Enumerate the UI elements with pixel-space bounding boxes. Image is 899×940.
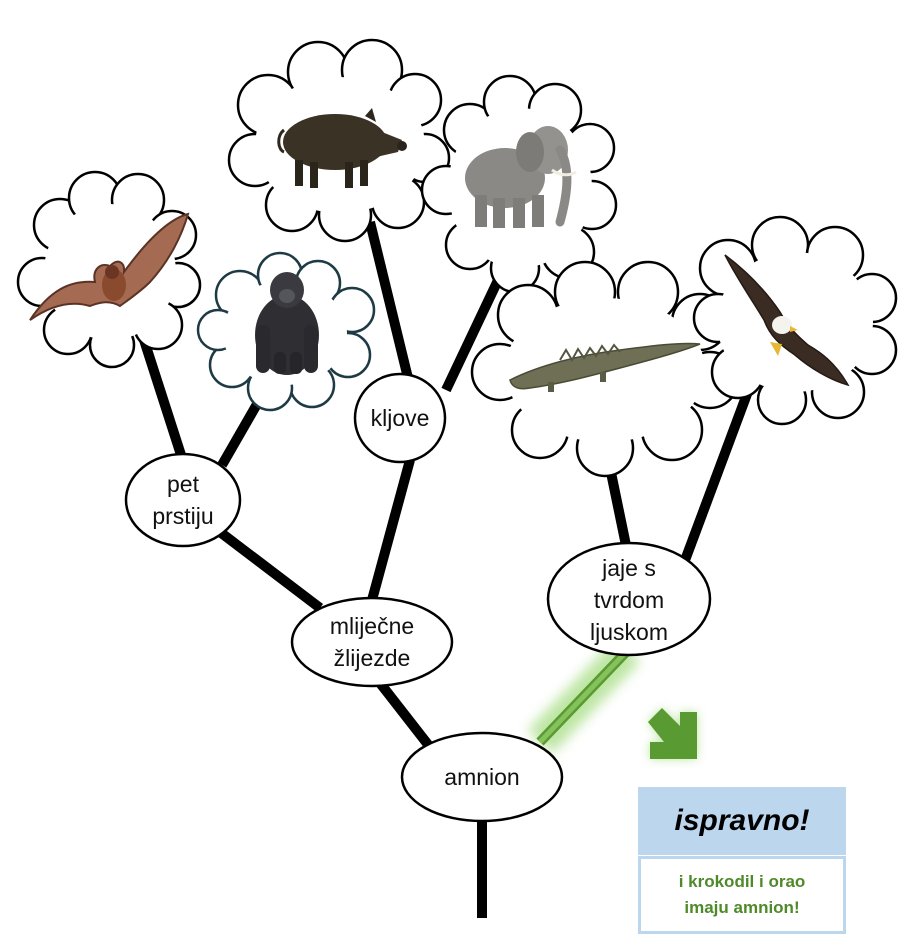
node-amnion-label: amnion (444, 764, 519, 790)
branch-jaje-eagle (679, 384, 755, 565)
branch-pet-bat (139, 338, 187, 460)
node-mlijecne-label-1: mliječne (330, 613, 414, 639)
elephant-icon (465, 126, 577, 228)
bat-icon (29, 212, 190, 321)
node-mlijecne-zlijezde: mliječne žlijezde (290, 596, 454, 688)
feedback-line-1: i krokodil i orao (678, 872, 806, 891)
node-kljove: kljove (353, 372, 447, 464)
node-pet-prstiju: pet prstiju (124, 452, 242, 548)
branch-kljove-elephant (441, 273, 505, 393)
branch-mlijecne-pet (216, 528, 324, 612)
arrow-down-right-icon (648, 708, 697, 759)
node-jaje-label-2: tvrdom (594, 587, 664, 613)
eagle-icon (724, 254, 850, 387)
node-jaje-label-3: ljuskom (590, 619, 668, 645)
cloud-crocodile (470, 260, 740, 478)
branch-kljove-boar (365, 220, 413, 380)
node-jaje-s-tvrdom-ljuskom: jaje s tvrdom ljuskom (546, 541, 712, 657)
branch-mlijecne-kljove (367, 458, 415, 602)
node-kljove-label: kljove (371, 405, 430, 431)
node-pet-label-2: prstiju (152, 503, 213, 529)
highlighted-branch (527, 638, 641, 754)
boar-icon (277, 108, 407, 188)
feedback-title: ispravno! (638, 787, 846, 855)
feedback-body: i krokodil i orao imaju amnion! (638, 856, 846, 934)
node-mlijecne-label-2: žlijezde (334, 645, 411, 671)
node-jaje-label-1: jaje s (601, 555, 656, 581)
feedback-line-2: imaju amnion! (684, 898, 800, 917)
gorilla-icon (255, 272, 319, 375)
node-amnion: amnion (400, 731, 564, 823)
node-pet-label-1: pet (167, 471, 200, 497)
cloud-eagle (692, 215, 898, 426)
crocodile-icon (509, 342, 701, 392)
